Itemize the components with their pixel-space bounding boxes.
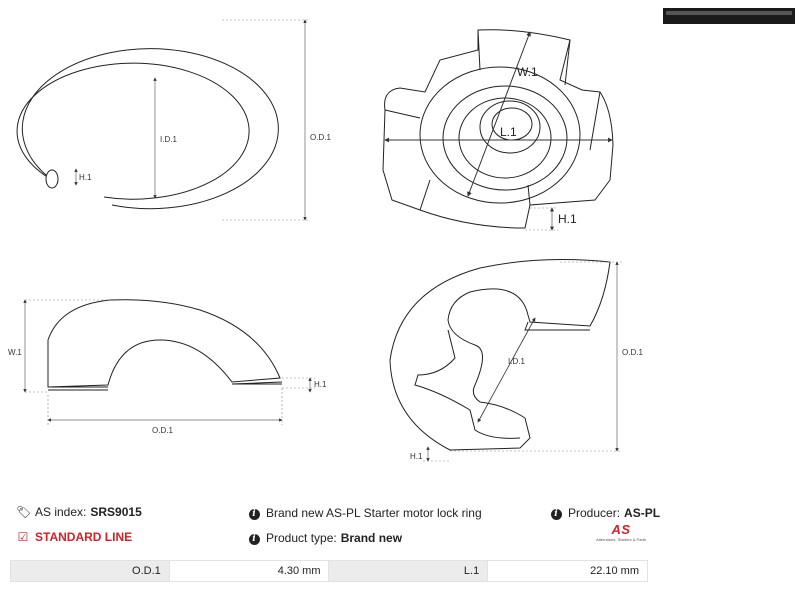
producer-value: AS-PL — [624, 505, 661, 520]
as-index-value: SRS9015 — [90, 505, 142, 519]
product-type-value: Brand new — [340, 530, 403, 545]
ring-od-label: O.D.1 — [310, 133, 331, 142]
standard-line-row: ☑ STANDARD LINE — [16, 530, 133, 544]
thumbnail-profile — [663, 8, 795, 24]
tag-icon: 🏷 — [16, 505, 32, 519]
as-index-label: AS index: — [35, 505, 87, 519]
arc-od-label: O.D.1 — [152, 426, 173, 435]
param-value: 22.10 mm — [487, 560, 648, 582]
arc-segment-drawing — [23, 299, 315, 425]
star-l-label: L.1 — [500, 125, 517, 139]
parameters-table: O.D.1 4.30 mm L.1 22.10 mm — [10, 560, 648, 582]
info-icon: i — [248, 534, 260, 545]
technical-drawings: I.D.1 O.D.1 H.1 W.1 L.1 H.1 W.1 H.1 O.D — [8, 8, 795, 462]
ring-id-label: I.D.1 — [160, 135, 177, 144]
producer-label: Producer: — [568, 505, 621, 520]
e-clip-drawing — [389, 259, 622, 462]
param-key: O.D.1 — [10, 560, 170, 582]
producer-row: i Producer: AS-PL — [549, 505, 660, 520]
ring-h-label: H.1 — [79, 173, 92, 182]
description-text: Brand new AS-PL Starter motor lock ring — [266, 505, 482, 520]
star-w-label: W.1 — [517, 65, 538, 79]
product-type-label: Product type: — [266, 530, 337, 545]
logo-tagline: Alternators, Starters & Parts — [596, 537, 646, 542]
standard-line-label: STANDARD LINE — [35, 530, 133, 544]
as-index-row: 🏷 AS index: SRS9015 — [16, 505, 142, 519]
info-icon: i — [550, 509, 562, 520]
star-washer-drawing — [382, 29, 614, 231]
eclip-h-label: H.1 — [410, 452, 423, 461]
product-type-row: i Product type: Brand new — [247, 530, 402, 545]
ring-drawing — [16, 19, 310, 221]
table-row: O.D.1 4.30 mm L.1 22.10 mm — [10, 560, 648, 582]
arc-w-label: W.1 — [8, 348, 22, 357]
checkbox-checked-icon: ☑ — [17, 530, 29, 544]
product-info: 🏷 AS index: SRS9015 i Brand new AS-PL St… — [0, 503, 800, 555]
description-row: i Brand new AS-PL Starter motor lock rin… — [247, 505, 482, 520]
logo-mark: AS — [611, 522, 631, 537]
star-h-label: H.1 — [558, 212, 577, 226]
param-value: 4.30 mm — [168, 560, 330, 582]
eclip-id-label: I.D.1 — [508, 357, 525, 366]
param-key: L.1 — [328, 560, 489, 582]
arc-h-label: H.1 — [314, 380, 327, 389]
eclip-od-label: O.D.1 — [622, 348, 643, 357]
info-icon: i — [248, 509, 260, 520]
as-logo: AS Alternators, Starters & Parts — [586, 522, 656, 552]
